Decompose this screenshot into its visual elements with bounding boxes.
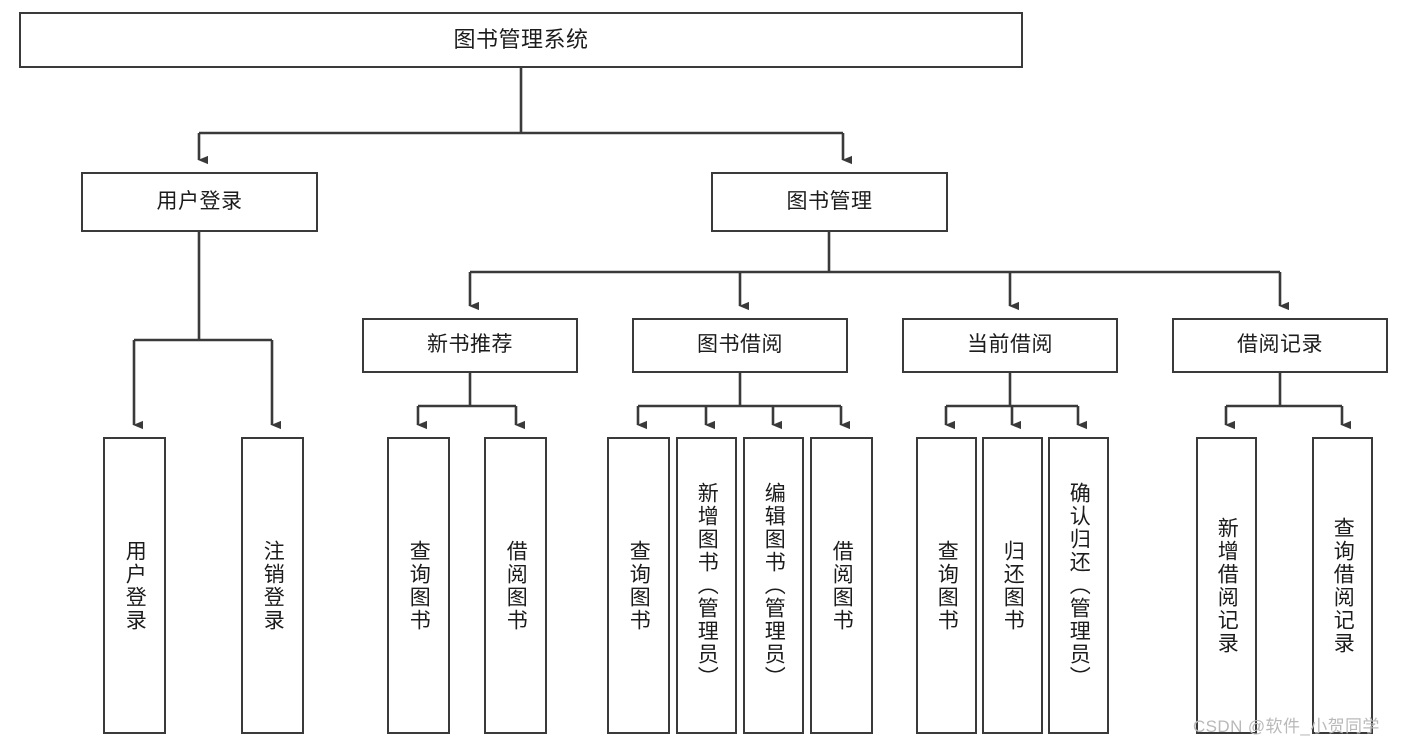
- node-label: 新书推荐: [427, 333, 513, 357]
- node-label: 用户登录: [156, 189, 243, 213]
- node-label: 借阅记录: [1237, 333, 1323, 357]
- node-label: 用户登录: [123, 539, 147, 632]
- node-leaf-edit-book-admin[interactable]: 编辑图书（管理员）: [743, 437, 804, 734]
- edges-borrowrecords-to-leaves: [1224, 373, 1351, 430]
- edges-currentborrow-to-leaves: [944, 373, 1087, 430]
- node-user-login[interactable]: 用户登录: [81, 172, 318, 232]
- node-leaf-query-book-borrow[interactable]: 查询图书: [607, 437, 670, 734]
- node-current-borrow[interactable]: 当前借阅: [902, 318, 1118, 373]
- node-leaf-add-borrow-record[interactable]: 新增借阅记录: [1196, 437, 1257, 734]
- node-label: 查询图书: [407, 539, 431, 632]
- node-label: 查询借阅记录: [1331, 516, 1355, 655]
- node-leaf-user-login[interactable]: 用户登录: [103, 437, 166, 734]
- edges-bookborrow-to-leaves: [636, 373, 850, 430]
- node-leaf-query-book-current[interactable]: 查询图书: [916, 437, 977, 734]
- edges-root-to-level2: [197, 68, 852, 165]
- node-label: 新增图书（管理员）: [695, 482, 719, 689]
- node-label: 新增借阅记录: [1215, 516, 1239, 655]
- edges-bookmgmt-to-level3: [468, 232, 1289, 311]
- node-label: 归还图书: [1001, 539, 1025, 632]
- edges-userlogin-to-leaves: [132, 232, 281, 430]
- node-leaf-logout-login[interactable]: 注销登录: [241, 437, 304, 734]
- node-leaf-borrow-book-recommend[interactable]: 借阅图书: [484, 437, 547, 734]
- node-label: 注销登录: [261, 539, 285, 632]
- node-leaf-confirm-return-admin[interactable]: 确认归还（管理员）: [1048, 437, 1109, 734]
- node-book-borrow[interactable]: 图书借阅: [632, 318, 848, 373]
- node-book-management[interactable]: 图书管理: [711, 172, 948, 232]
- node-label: 图书管理: [786, 189, 873, 213]
- node-label: 图书管理系统: [453, 27, 589, 53]
- node-leaf-borrow-book[interactable]: 借阅图书: [810, 437, 873, 734]
- node-label: 借阅图书: [504, 539, 528, 632]
- edges-newbook-to-leaves: [416, 373, 525, 430]
- node-label: 查询图书: [627, 539, 651, 632]
- node-label: 图书借阅: [697, 333, 783, 357]
- node-leaf-return-book[interactable]: 归还图书: [982, 437, 1043, 734]
- node-label: 查询图书: [935, 539, 959, 632]
- node-label: 当前借阅: [967, 333, 1053, 357]
- csdn-watermark: CSDN @软件_小贺同学: [1193, 717, 1380, 736]
- node-label: 编辑图书（管理员）: [762, 482, 786, 689]
- node-leaf-add-book-admin[interactable]: 新增图书（管理员）: [676, 437, 737, 734]
- node-new-book-recommend[interactable]: 新书推荐: [362, 318, 578, 373]
- node-leaf-query-borrow-record[interactable]: 查询借阅记录: [1312, 437, 1373, 734]
- node-label: 确认归还（管理员）: [1067, 482, 1091, 689]
- node-label: 借阅图书: [830, 539, 854, 632]
- node-borrow-records[interactable]: 借阅记录: [1172, 318, 1388, 373]
- node-root-system[interactable]: 图书管理系统: [19, 12, 1023, 68]
- node-leaf-query-book-recommend[interactable]: 查询图书: [387, 437, 450, 734]
